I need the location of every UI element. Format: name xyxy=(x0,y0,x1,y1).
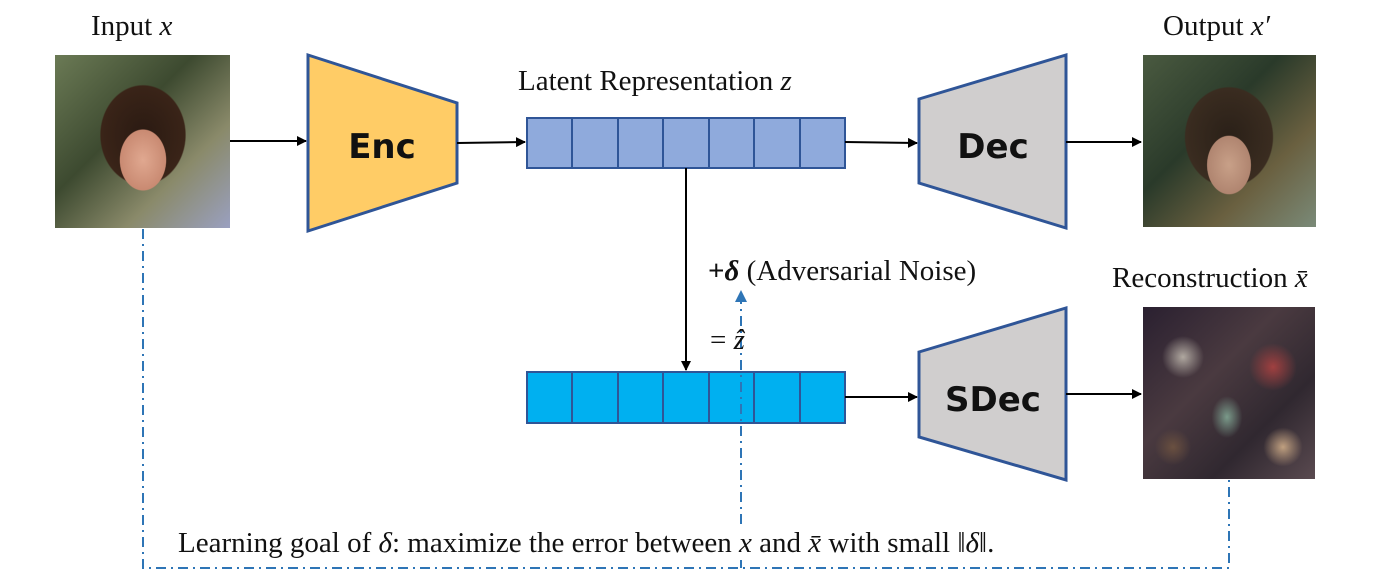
decoder-label: Dec xyxy=(957,127,1028,167)
reconstruction-image xyxy=(1143,307,1315,479)
adversarial-noise-label: +δ (Adversarial Noise) xyxy=(708,255,977,287)
encoder-block: Enc xyxy=(306,52,459,234)
sdecoder-block: SDec xyxy=(917,305,1068,483)
output-face-image xyxy=(1143,55,1316,227)
perturbed-latent-vector xyxy=(526,371,846,424)
latent-label: Latent Representation z xyxy=(518,65,792,97)
latent-vector xyxy=(526,117,846,169)
input-label: Input x xyxy=(91,10,173,42)
learning-goal-loop xyxy=(142,229,1230,569)
learning-goal-label: Learning goal of δ: maximize the error b… xyxy=(176,527,997,560)
arrow-latent-to-dec xyxy=(844,137,918,148)
input-face-image xyxy=(55,55,230,228)
arrow-enc-to-latent xyxy=(456,137,526,148)
encoder-label: Enc xyxy=(348,127,416,167)
sdecoder-label: SDec xyxy=(945,380,1041,420)
output-label: Output x′ xyxy=(1163,10,1271,42)
reconstruction-label: Reconstruction x̄ xyxy=(1112,262,1308,294)
zhat-label: = ẑ xyxy=(710,324,745,356)
decoder-block: Dec xyxy=(917,52,1068,231)
